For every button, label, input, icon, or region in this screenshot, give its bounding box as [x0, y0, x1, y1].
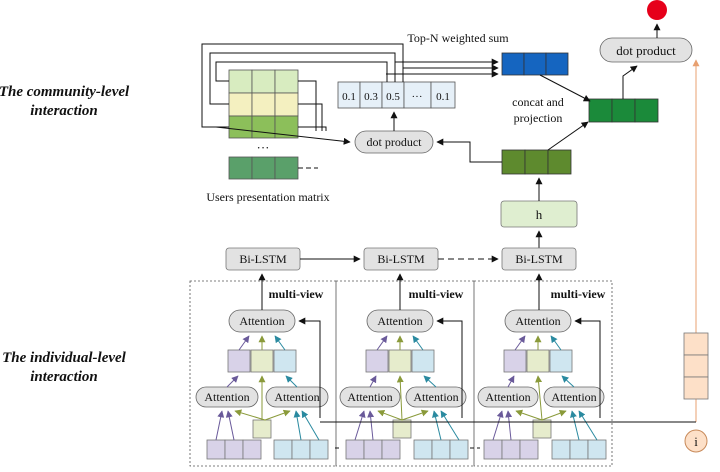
users-matrix-label: Users presentation matrix — [206, 190, 329, 204]
view-group-3 — [473, 280, 613, 467]
weight-2: 0.5 — [386, 91, 400, 103]
attention-right-1: Attention — [274, 390, 319, 404]
matrix-ellipsis: ··· — [257, 140, 270, 155]
attention-left-1: Attention — [204, 390, 249, 404]
attention-left-3: Attention — [485, 390, 530, 404]
item-input-node — [684, 429, 708, 453]
view-group-1 — [189, 280, 337, 467]
concat-label-line1: concat and — [512, 95, 564, 109]
item-input-label: i — [694, 434, 698, 449]
community-title-line2: interaction — [30, 103, 98, 119]
multiview-label-1: multi-view — [269, 287, 324, 301]
attention-right-2: Attention — [413, 390, 458, 404]
projected-vector — [588, 98, 659, 123]
weighted-sum-vector — [501, 52, 569, 76]
multiview-label-3: multi-view — [551, 287, 606, 301]
weight-1: 0.3 — [364, 91, 378, 103]
item-embedding-vector — [683, 332, 709, 400]
dot-product-top-label: dot product — [616, 43, 676, 58]
bilstm-3 — [501, 247, 577, 271]
dot-product-top-node — [599, 37, 693, 63]
bilstm-3-label: Bi-LSTM — [515, 252, 563, 266]
weights-vector: 0.1 0.3 0.5 ··· 0.1 — [337, 81, 456, 109]
individual-title-line1: The individual-level — [2, 350, 127, 366]
attention-top-2: Attention — [377, 314, 422, 328]
output-node — [647, 0, 667, 20]
view-block-1: multi-view Attention Attention Attention — [195, 273, 329, 460]
attention-top-1: Attention — [239, 314, 284, 328]
view-block-3: multi-view Attention Attention Attention — [477, 273, 607, 460]
view-group-2 — [335, 280, 475, 467]
user-embedding-vector — [501, 149, 572, 175]
attention-right-3: Attention — [551, 390, 596, 404]
attention-left-2: Attention — [347, 390, 392, 404]
bilstm-1-label: Bi-LSTM — [239, 252, 287, 266]
weight-4: 0.1 — [436, 91, 450, 103]
weight-3: ··· — [412, 91, 423, 103]
individual-title-line2: interaction — [30, 369, 98, 385]
weight-0: 0.1 — [342, 91, 356, 103]
multiview-label-2: multi-view — [409, 287, 464, 301]
view-block-2: multi-view Attention Attention Attention — [339, 273, 469, 460]
bilstm-2-label: Bi-LSTM — [377, 252, 425, 266]
h-label: h — [536, 207, 543, 222]
community-title-line1: The community-level — [0, 84, 130, 100]
dot-product-mid-label: dot product — [367, 135, 423, 149]
concat-label-line2: projection — [514, 111, 563, 125]
users-matrix — [228, 69, 299, 180]
top-n-label: Top-N weighted sum — [407, 31, 509, 45]
attention-top-3: Attention — [515, 314, 560, 328]
